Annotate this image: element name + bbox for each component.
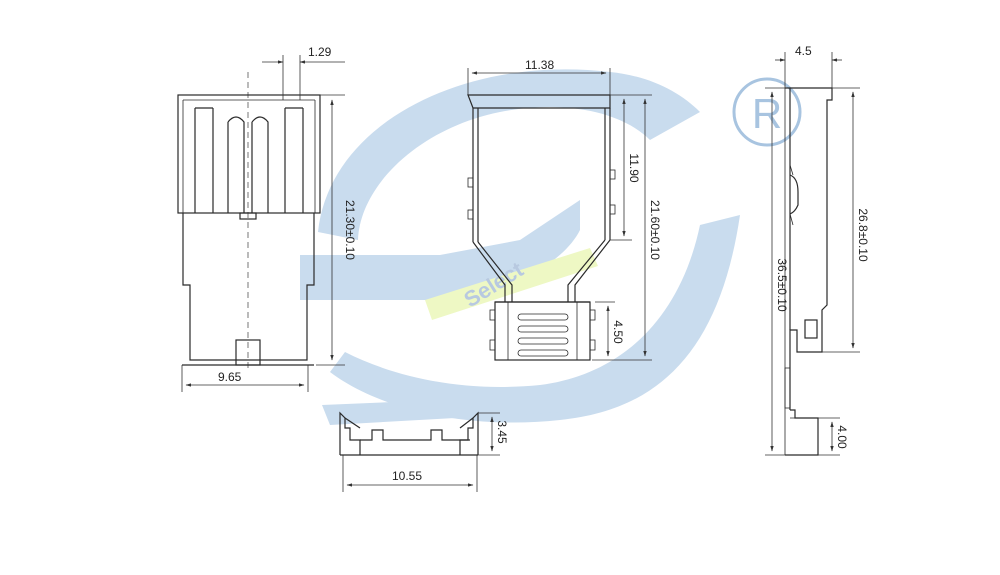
registered-mark-letter: R [752, 90, 782, 137]
front-dim-height: 21.30±0.10 [343, 200, 357, 260]
front-dim-top: 1.29 [308, 45, 332, 59]
profile-dim-foot-height: 4.00 [835, 425, 849, 449]
watermark-logo: Select R [300, 69, 802, 425]
profile-dim-body-height: 26.8±0.10 [856, 208, 870, 262]
side-dim-upper-height: 11.90 [627, 153, 641, 182]
side-dim-tab-height: 4.50 [611, 320, 625, 344]
registered-mark-circle [732, 77, 802, 147]
watermark-swoosh-base [322, 395, 600, 425]
front-dim-width: 9.65 [218, 370, 242, 384]
bottom-dim-height: 3.45 [495, 420, 509, 444]
bottom-dim-width: 10.55 [392, 469, 422, 483]
profile-view: 4.5 26.8±0.10 36.5±0.10 4.00 [765, 44, 870, 456]
side-view: 11.38 11.90 21.60±0.10 4.50 [467, 58, 662, 361]
profile-dim-total-height: 36.5±0.10 [775, 258, 789, 312]
side-dim-top-width: 11.38 [525, 58, 554, 72]
watermark-swoosh-bottom [330, 215, 740, 423]
front-view: 1.29 21.30±0.10 9.65 [177, 45, 357, 392]
profile-dim-top-width: 4.5 [795, 44, 812, 58]
side-dim-total-height: 21.60±0.10 [648, 200, 662, 260]
bottom-view: 3.45 10.55 [339, 411, 509, 492]
